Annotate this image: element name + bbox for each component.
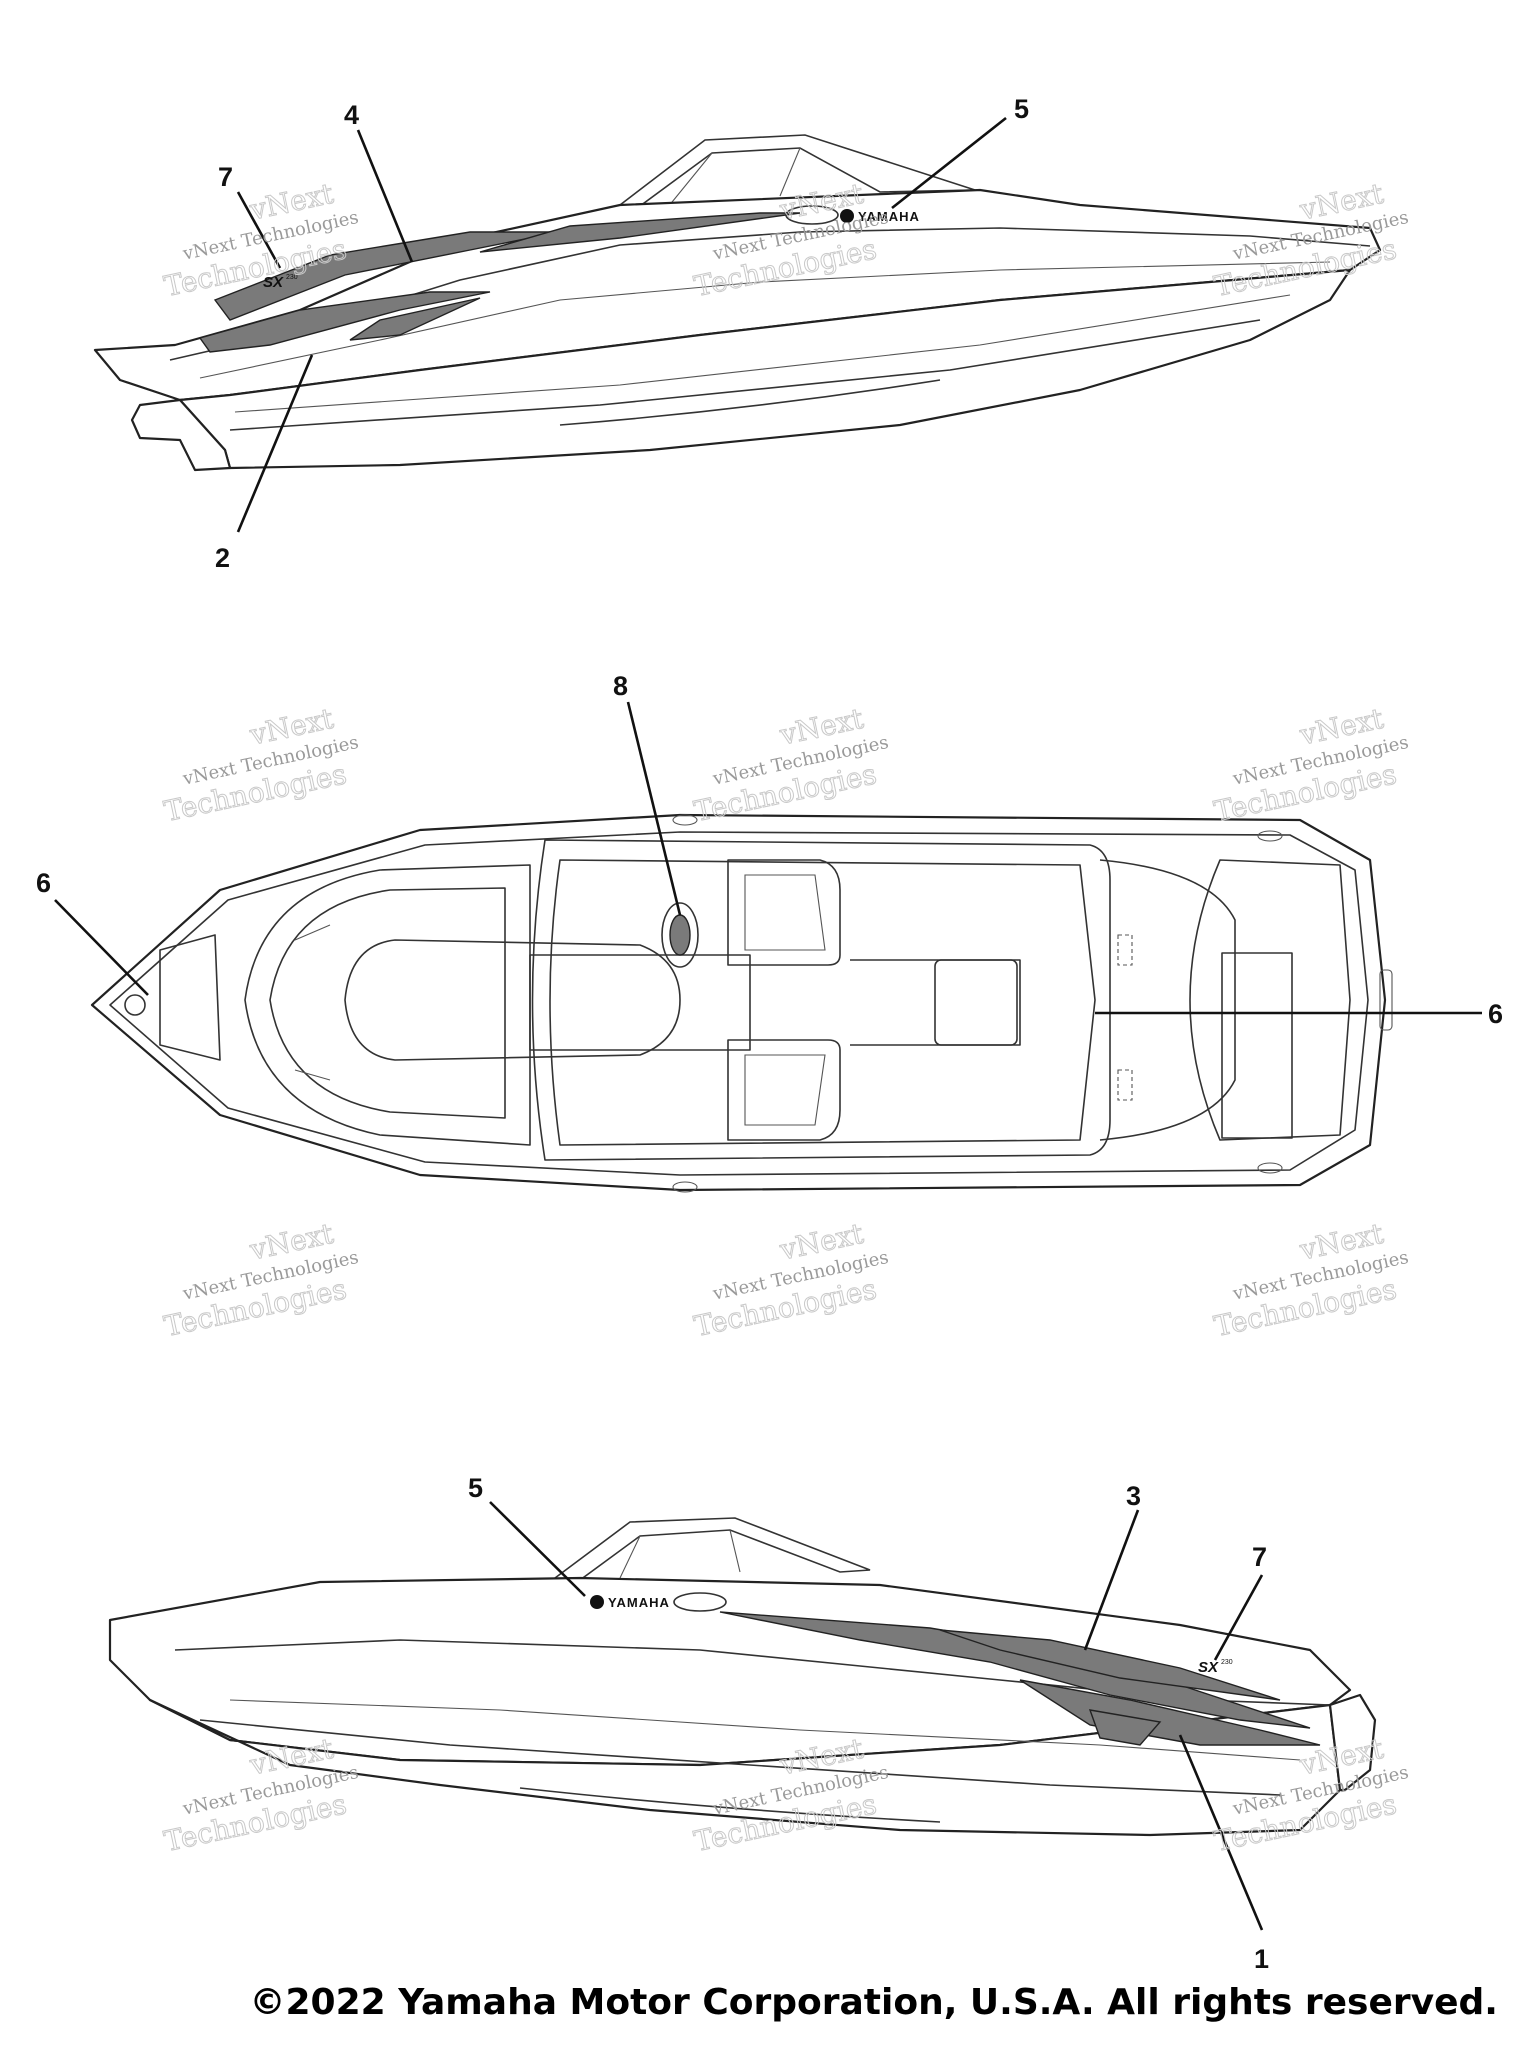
callout-3: 3 — [1126, 1481, 1141, 1511]
yamaha-logo-icon-starboard — [590, 1595, 604, 1609]
yamaha-logo-text-port: YAMAHA — [858, 209, 920, 224]
svg-text:230: 230 — [1221, 1659, 1233, 1666]
decal-item-2 — [198, 291, 491, 353]
svg-text:230: 230 — [286, 274, 298, 281]
outdrive — [130, 398, 232, 472]
yamaha-logo-text-starboard: YAMAHA — [608, 1595, 670, 1610]
callout-1: 1 — [1254, 1944, 1269, 1974]
copyright-notice: ©2022 Yamaha Motor Corporation, U.S.A. A… — [249, 1982, 1499, 2023]
callout-5: 5 — [1014, 94, 1029, 124]
callout-6-bow: 6 — [36, 868, 51, 898]
callout-6-cockpit: 6 — [1488, 999, 1503, 1029]
boat-side-view-port: YAMAHA SX 230 7 4 5 2 — [93, 94, 1382, 573]
outdrive-starboard — [1328, 1693, 1377, 1792]
passenger-seat — [727, 1039, 841, 1141]
callout-4: 4 — [344, 100, 359, 130]
callout-7-starboard: 7 — [1252, 1542, 1267, 1572]
steering-wheel — [661, 902, 699, 968]
callout-5-starboard: 5 — [468, 1473, 483, 1503]
decal-item-8 — [669, 914, 691, 956]
callout-8: 8 — [613, 671, 628, 701]
model-badge-port: SX — [263, 274, 284, 291]
decal-item-1 — [1019, 1679, 1321, 1746]
callout-7: 7 — [218, 162, 233, 192]
model-badge-starboard: SX — [1198, 1659, 1219, 1676]
bow-walkway — [344, 939, 681, 1061]
helm-seat — [727, 859, 841, 966]
windshield-starboard — [552, 1517, 871, 1581]
yamaha-logo-icon — [840, 209, 854, 223]
decal-item-4 — [213, 231, 561, 321]
callout-2: 2 — [215, 543, 230, 573]
boat-top-view: 8 6 6 — [36, 671, 1503, 1193]
hull-top-outline — [90, 813, 1387, 1192]
watermark-layer: vNext vNext Technologies Technologies vN… — [161, 176, 1411, 1858]
windshield — [617, 134, 976, 207]
hull-lower-starboard — [148, 1698, 1342, 1837]
boat-side-view-starboard: YAMAHA SX 230 5 3 7 1 — [108, 1473, 1377, 1974]
